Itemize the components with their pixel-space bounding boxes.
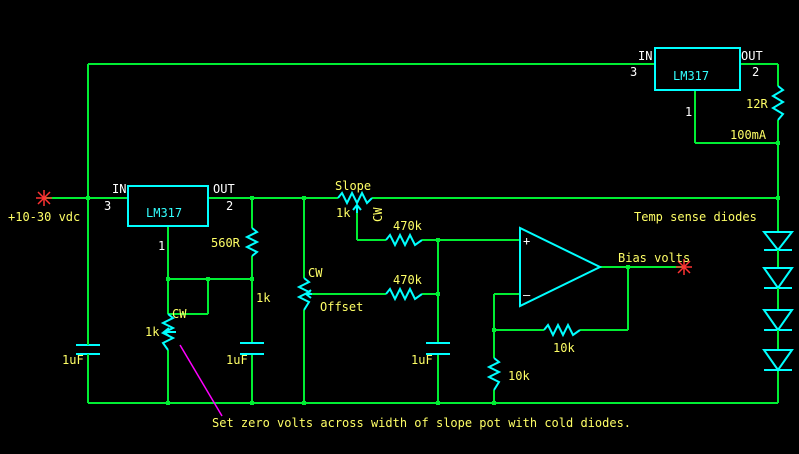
offset-cw-label: CW [308,266,323,280]
slope-potentiometer: Slope 1k CW [335,179,385,222]
junctions [86,141,780,405]
regulator-top-pin-in: 3 [630,65,637,79]
input-terminal [36,190,52,206]
temp-sense-diodes [761,231,795,372]
regulator-left: LM317 IN OUT 3 2 1 [104,182,235,253]
regulator-left-name: LM317 [146,206,182,220]
adj-value-label: 1k [145,325,160,339]
regulator-top-pin-adj: 1 [685,105,692,119]
offset-label: Offset [320,300,363,314]
slope-cw-label: CW [371,207,385,222]
adj-cw-label: CW [172,307,187,321]
resistor-470k-top: 470k [385,219,423,248]
regulator-left-pin-adj: 1 [158,239,165,253]
slope-value-label: 1k [336,206,351,220]
capacitor-mid [240,342,264,355]
resistor-470k-bottom-label: 470k [393,273,423,287]
regulator-top: LM317 IN OUT 3 2 1 [630,47,763,119]
resistor-10k-feedback: 10k [543,322,581,355]
op-amp: + – [519,226,603,308]
output-terminal [676,259,692,275]
regulator-top-in-label: IN [638,49,652,63]
offset-potentiometer: CW Offset [296,266,363,314]
regulator-left-pin-in: 3 [104,199,111,213]
diode-4 [762,349,794,372]
annotation-pointer [179,344,223,417]
regulator-top-out-label: OUT [741,49,763,63]
capacitor-left-label: 1uF [62,353,84,367]
capacitor-right-label: 1uF [411,353,433,367]
temp-sense-label: Temp sense diodes [634,210,757,224]
resistor-12r: 12R [746,85,785,121]
resistor-10k-ground: 10k [486,357,530,391]
resistor-470k-bottom: 470k [385,273,423,302]
supply-label: +10-30 vdc [8,210,80,224]
resistor-12r-label: 12R [746,97,768,111]
slope-label: Slope [335,179,371,193]
regulator-left-out-label: OUT [213,182,235,196]
current-label: 100mA [730,128,767,142]
annotation-note: Set zero volts across width of slope pot… [212,416,631,430]
adj-potentiometer: CW 1k [145,307,187,351]
capacitor-right [426,342,450,355]
resistor-10k-ground-label: 10k [508,369,530,383]
bias-label: Bias volts [618,251,690,265]
capacitor-left [76,326,100,361]
resistor-1k-right-label: 1k [256,291,271,305]
op-amp-plus: + [523,234,530,248]
resistor-560r-label: 560R [211,236,241,250]
regulator-top-name: LM317 [673,69,709,83]
regulator-left-pin-out: 2 [226,199,233,213]
capacitor-mid-label: 1uF [226,353,248,367]
op-amp-minus: – [523,288,531,302]
wires [44,63,779,404]
regulator-top-pin-out: 2 [752,65,759,79]
resistor-470k-top-label: 470k [393,219,423,233]
regulator-left-in-label: IN [112,182,126,196]
resistor-10k-feedback-label: 10k [553,341,575,355]
resistor-560r: 560R [211,227,260,257]
